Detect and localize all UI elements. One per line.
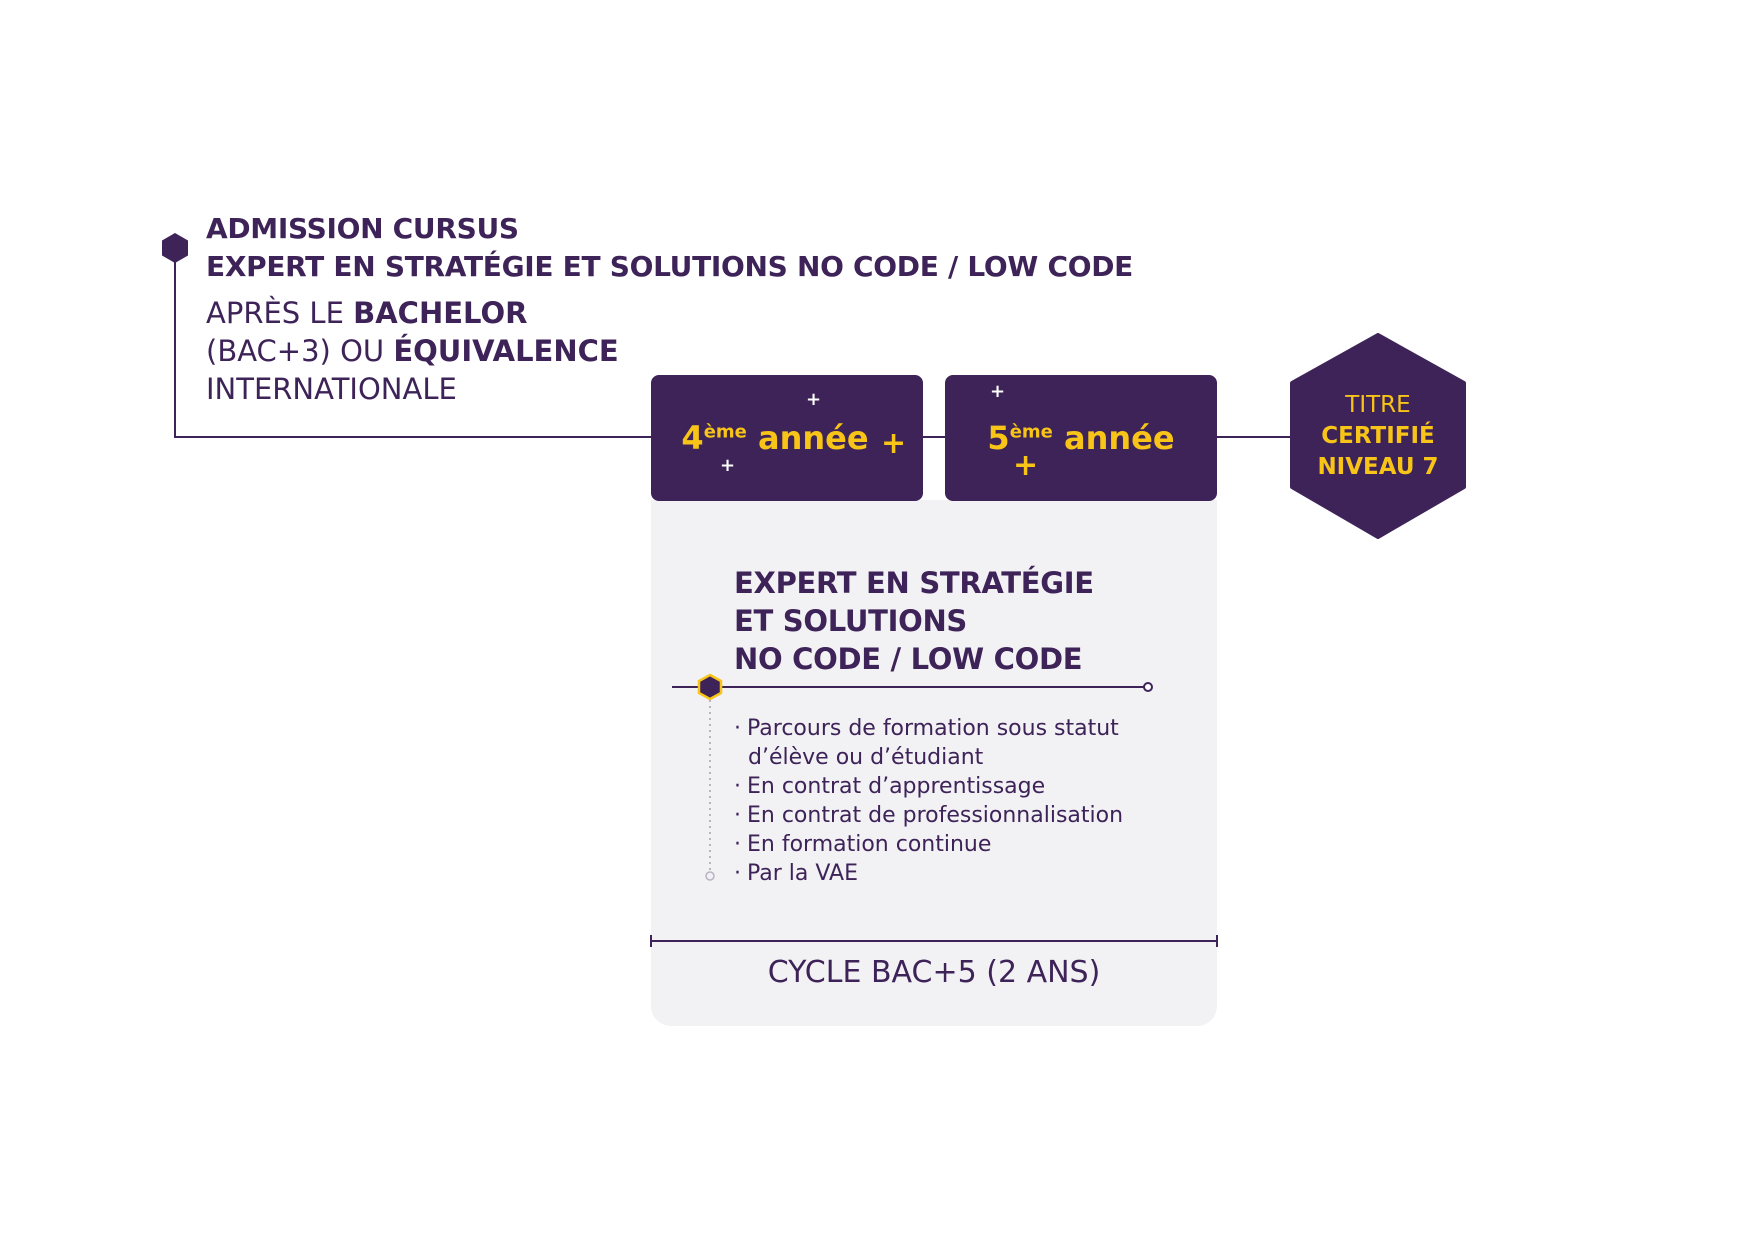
list-item: En contrat de professionnalisation bbox=[734, 801, 1138, 830]
list-item: Parcours de formation sous statut d’élèv… bbox=[734, 714, 1138, 772]
admission-heading: ADMISSION CURSUS EXPERT EN STRATÉGIE ET … bbox=[206, 210, 1133, 286]
after-prefix: APRÈS LE bbox=[206, 296, 354, 330]
bachelor-label: BACHELOR bbox=[353, 296, 528, 330]
connector-year5-title bbox=[1217, 436, 1293, 438]
training-mode-label: En contrat d’apprentissage bbox=[747, 774, 1046, 799]
program-title-line1: EXPERT EN STRATÉGIE bbox=[734, 566, 1094, 600]
sparkle-icon: + bbox=[881, 426, 907, 461]
certification-line3: NIVEAU 7 bbox=[1317, 453, 1439, 480]
training-mode-label: Par la VAE bbox=[747, 861, 858, 886]
year-5-box: + + 5ème année bbox=[945, 375, 1217, 501]
admission-title-line1: ADMISSION CURSUS bbox=[206, 212, 519, 245]
list-item: En formation continue bbox=[734, 830, 1138, 859]
timeline-horizontal-line bbox=[174, 436, 651, 438]
admission-start-hexagon-icon bbox=[162, 233, 188, 263]
list-item: En contrat d’apprentissage bbox=[734, 772, 1138, 801]
prerequisite-line1: APRÈS LE BACHELOR bbox=[206, 294, 619, 332]
year-5-suffix: ème bbox=[1009, 421, 1053, 443]
training-mode-label: En formation continue bbox=[747, 832, 992, 857]
training-modes-list: Parcours de formation sous statut d’élèv… bbox=[734, 714, 1138, 888]
cycle-bracket bbox=[650, 935, 1218, 947]
certification-line2: CERTIFIÉ bbox=[1321, 422, 1435, 449]
equiv-prefix: (BAC+3) OU bbox=[206, 334, 394, 368]
training-mode-label: En contrat de professionnalisation bbox=[747, 803, 1124, 828]
program-title: EXPERT EN STRATÉGIE ET SOLUTIONS NO CODE… bbox=[734, 564, 1094, 678]
certification-hexagon-icon bbox=[1290, 333, 1466, 539]
certification-label: TITRE CERTIFIÉ NIVEAU 7 bbox=[1290, 333, 1466, 539]
year-4-suffix: ème bbox=[703, 421, 747, 443]
program-title-line3: NO CODE / LOW CODE bbox=[734, 642, 1083, 676]
training-mode-label: Parcours de formation sous statut d’élèv… bbox=[747, 716, 1119, 770]
admission-prerequisite: APRÈS LE BACHELOR (BAC+3) OU ÉQUIVALENCE… bbox=[206, 294, 619, 408]
sparkle-icon: + bbox=[720, 455, 736, 476]
certification-line1: TITRE bbox=[1345, 391, 1411, 418]
year-5-number: 5 bbox=[987, 419, 1010, 457]
year-4-number: 4 bbox=[681, 419, 704, 457]
sparkle-icon: + bbox=[990, 381, 1006, 402]
sparkle-icon: + bbox=[806, 389, 822, 410]
program-title-line2: ET SOLUTIONS bbox=[734, 604, 968, 638]
sparkle-icon: + bbox=[1013, 448, 1039, 483]
year-5-label: 5ème année bbox=[945, 419, 1217, 457]
admission-title-line2: EXPERT EN STRATÉGIE ET SOLUTIONS NO CODE… bbox=[206, 250, 1133, 283]
program-divider bbox=[672, 673, 1153, 881]
prerequisite-line2: (BAC+3) OU ÉQUIVALENCE bbox=[206, 332, 619, 370]
cycle-label: CYCLE BAC+5 (2 ANS) bbox=[767, 955, 1101, 990]
connector-year4-year5 bbox=[923, 436, 945, 438]
year-4-label: 4ème année bbox=[639, 419, 911, 457]
year-4-word: année bbox=[758, 419, 869, 457]
timeline-vertical-line bbox=[174, 260, 176, 437]
equivalence-label: ÉQUIVALENCE bbox=[393, 334, 619, 368]
list-item: Par la VAE bbox=[734, 859, 1138, 888]
prerequisite-line3: INTERNATIONALE bbox=[206, 372, 457, 406]
program-marker-hexagon-icon bbox=[697, 673, 723, 701]
year-5-word: année bbox=[1064, 419, 1175, 457]
year-4-box: + + + 4ème année bbox=[651, 375, 923, 501]
